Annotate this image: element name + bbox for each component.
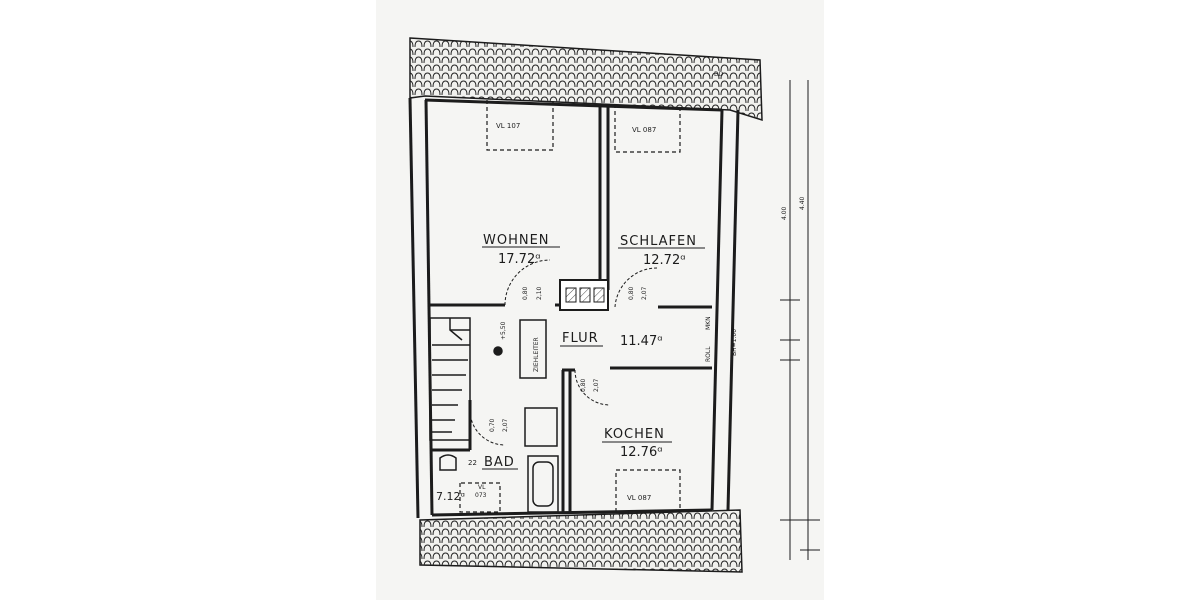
dim-label-2: 4.40 [799, 196, 806, 210]
dimension-lines [780, 80, 820, 560]
room-name-schlafen: SCHLAFEN [620, 234, 697, 249]
room-name-flur: FLUR [562, 331, 599, 346]
roll-label: ROLL [705, 346, 712, 362]
window-label-bad-bottom: 073 [475, 492, 487, 499]
window-label-wohnen: VL 107 [496, 122, 520, 130]
ladder-hatch [519, 319, 547, 379]
window-recesses [459, 100, 681, 513]
mkn-label: MKN [705, 316, 712, 330]
door-wohnen-height: 2,10 [536, 286, 543, 300]
room-name-wohnen: WOHNEN [483, 233, 550, 248]
bh-label: BH=1.00 [731, 329, 738, 356]
staircase [429, 317, 503, 441]
roof-bottom [419, 509, 743, 573]
room-name-bad: BAD [484, 455, 515, 470]
door-bad-height: 2,07 [502, 418, 509, 432]
bad-prefix: 22 [468, 459, 477, 467]
bath-fixtures [439, 407, 559, 513]
room-area-bad: 7.12ᵅ [436, 490, 465, 503]
corner-label: DD [714, 71, 724, 78]
door-wohnen-width: 0,80 [522, 286, 529, 300]
dim-label-1: 4.00 [781, 206, 788, 220]
ladder-label: ZIEHLEITER [533, 337, 540, 372]
door-schlafen-width: 0,80 [628, 286, 635, 300]
window-label-bad-top: VL [478, 484, 486, 491]
room-area-kochen: 12.76ᵅ [620, 445, 663, 460]
roof-top [409, 37, 763, 122]
chimney [559, 279, 609, 311]
door-kochen-height: 2,07 [593, 378, 600, 392]
door-bad-width: 0,70 [489, 418, 496, 432]
window-label-kochen: VL 087 [627, 494, 651, 502]
room-area-schlafen: 12.72ᵅ [643, 253, 686, 268]
room-area-wohnen: 17.72ᵅ [498, 252, 541, 267]
window-label-schlafen: VL 087 [632, 126, 656, 134]
door-swings [469, 259, 658, 446]
room-name-kochen: KOCHEN [604, 427, 665, 442]
stair-height-label: +5,50 [500, 321, 507, 340]
outer-walls [408, 97, 740, 519]
door-kochen-width: 0,80 [580, 378, 587, 392]
door-schlafen-height: 2,07 [641, 286, 648, 300]
room-area-flur: 11.47ᵅ [620, 334, 663, 349]
